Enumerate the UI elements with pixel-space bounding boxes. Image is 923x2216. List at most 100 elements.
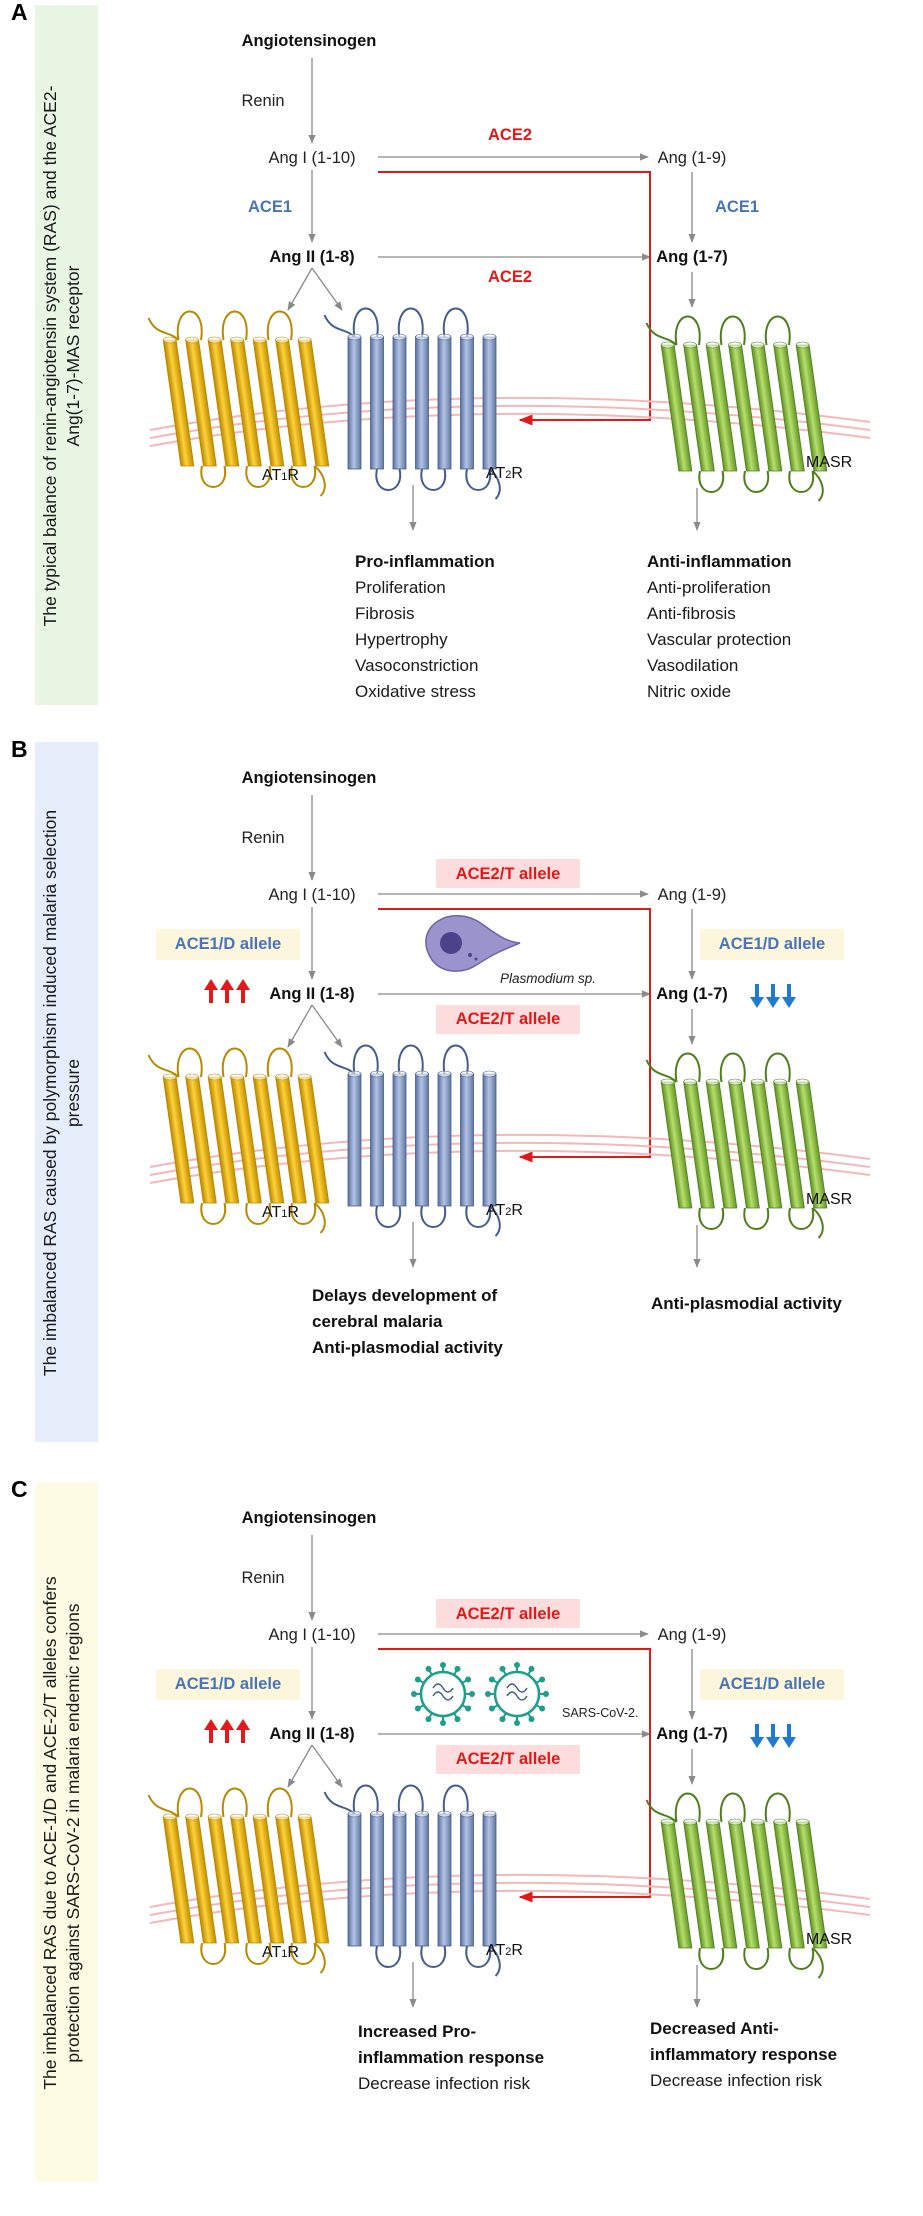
panel-side-title: The typical balance of renin-angiotensin… (40, 85, 83, 626)
at1r-label: AT1R (262, 1204, 299, 1221)
ang-1-9-label: Ang (1-9) (658, 886, 727, 904)
panel-side-strip (35, 742, 98, 1442)
right-effect-item: Nitric oxide (647, 682, 731, 701)
at2r-label: AT2R (486, 1942, 523, 1959)
ace2-label-top: ACE2 (488, 126, 532, 144)
panel-letter: C (11, 1476, 28, 1502)
ace2-box-bottom (436, 1745, 580, 1774)
left-effect-heading: Pro-inflammation (355, 552, 495, 571)
ang-ii-label: Ang II (1-8) (269, 248, 354, 266)
angiotensinogen-label: Angiotensinogen (242, 32, 377, 50)
angiotensinogen-label: Angiotensinogen (242, 1509, 377, 1527)
ace2-feedback-arrow (378, 1648, 651, 1903)
ace2-feedback-arrow (378, 171, 651, 426)
ang-1-9-label: Ang (1-9) (658, 1626, 727, 1644)
ang-i-label: Ang I (1-10) (268, 149, 355, 167)
panel-a: A The typical balance of renin-angiotensi… (11, 0, 871, 705)
left-effect-item: Proliferation (355, 578, 446, 597)
left-effect-item: Delays development of (312, 1286, 498, 1305)
panel-side-title: The imbalanced RAS caused by polymorphis… (40, 810, 83, 1376)
at2r-receptor (323, 1044, 501, 1237)
ace2-label-bottom: ACE2/T allele (456, 1750, 561, 1768)
masr-receptor (645, 1052, 828, 1239)
ang-ii-increase-arrows (204, 1719, 250, 1743)
at2r-label: AT2R (486, 1202, 523, 1219)
ace1-box-right (700, 1669, 844, 1700)
ace2-box-top (436, 1599, 580, 1628)
left-effect-item: Fibrosis (355, 604, 415, 623)
left-effect-item: Anti-plasmodial activity (312, 1338, 503, 1357)
renin-label: Renin (241, 1569, 284, 1587)
ang-ii-to-at2r-arrow (311, 267, 343, 311)
panel-c: C The imbalanced RAS due to ACE-1/D and A… (11, 1476, 871, 2182)
ang-1-7-label: Ang (1-7) (656, 1725, 728, 1743)
ang-ii-to-at1r-arrow (287, 1004, 313, 1048)
ace2-feedback-arrow (378, 908, 651, 1163)
plasmodium-label: Plasmodium sp. (500, 971, 596, 986)
side-title-line-2: pressure (63, 1059, 83, 1127)
at2r-label: AT2R (486, 465, 523, 482)
side-title-line-1: The imbalanced RAS caused by polymorphis… (40, 810, 60, 1376)
ace2-label-bottom: ACE2 (488, 268, 532, 286)
sars-cov-2-label: SARS-CoV-2. (562, 1706, 638, 1720)
ace1-box-left (156, 1669, 300, 1700)
panel-b: B The imbalanced RAS caused by polymorphi… (11, 736, 871, 1442)
right-effect-item: Decreased Anti- (650, 2019, 779, 2038)
at1r-receptor (147, 310, 330, 497)
ace1-label-right: ACE1/D allele (719, 935, 825, 953)
plasmodium-icon (425, 914, 521, 972)
ace1-label-right: ACE1 (715, 198, 759, 216)
ang-1-7-label: Ang (1-7) (656, 248, 728, 266)
ang-1-7-decrease-arrows (750, 984, 796, 1008)
left-effect-item: Vasoconstriction (355, 656, 478, 675)
ang-1-7-label: Ang (1-7) (656, 985, 728, 1003)
masr-label: MASR (806, 1931, 852, 1948)
side-title-line-1: The typical balance of renin-angiotensin… (40, 85, 60, 626)
right-effect-item: Anti-plasmodial activity (651, 1294, 842, 1313)
ace1-label-left: ACE1/D allele (175, 935, 281, 953)
ace2-label-bottom: ACE2/T allele (456, 1010, 561, 1028)
ace2-label-top: ACE2/T allele (456, 865, 561, 883)
masr-receptor (645, 315, 828, 502)
masr-receptor (645, 1792, 828, 1979)
panel-side-strip (35, 1482, 98, 2182)
ace2-box-top (436, 859, 580, 888)
side-title-line-2: protection against SARS-CoV-2 in malaria… (63, 1603, 83, 2062)
panel-letter: B (11, 736, 28, 762)
right-effect-heading: Anti-inflammation (647, 552, 792, 571)
side-title-line-2: Ang(1-7)-MAS receptor (63, 265, 83, 446)
masr-label: MASR (806, 1191, 852, 1208)
ace1-label-left: ACE1/D allele (175, 1675, 281, 1693)
at1r-receptor (147, 1047, 330, 1234)
ace2-label-top: ACE2/T allele (456, 1605, 561, 1623)
ace1-label-left: ACE1 (248, 198, 292, 216)
ace2-box-bottom (436, 1005, 580, 1034)
panel-side-title: The imbalanced RAS due to ACE-1/D and AC… (40, 1576, 83, 2090)
left-effect-item: cerebral malaria (312, 1312, 443, 1331)
ang-ii-to-at2r-arrow (311, 1744, 343, 1788)
right-effect-item: Anti-fibrosis (647, 604, 736, 623)
side-title-line-1: The imbalanced RAS due to ACE-1/D and AC… (40, 1576, 60, 2090)
masr-label: MASR (806, 454, 852, 471)
renin-label: Renin (241, 92, 284, 110)
sars-cov-2-virion-1 (411, 1662, 475, 1726)
ang-ii-increase-arrows (204, 979, 250, 1003)
renin-label: Renin (241, 829, 284, 847)
ang-i-label: Ang I (1-10) (268, 886, 355, 904)
left-effect-item: Increased Pro- (358, 2022, 476, 2041)
ang-ii-label: Ang II (1-8) (269, 985, 354, 1003)
at2r-receptor (323, 1784, 501, 1977)
left-effect-item: Oxidative stress (355, 682, 476, 701)
ang-1-7-decrease-arrows (750, 1724, 796, 1748)
ang-ii-to-at2r-arrow (311, 1004, 343, 1048)
panel-side-strip (35, 5, 98, 705)
ang-ii-label: Ang II (1-8) (269, 1725, 354, 1743)
ang-i-label: Ang I (1-10) (268, 1626, 355, 1644)
left-effect-item: Hypertrophy (355, 630, 448, 649)
ace1-label-right: ACE1/D allele (719, 1675, 825, 1693)
panel-letter: A (11, 0, 28, 25)
left-effect-item: Decrease infection risk (358, 2074, 530, 2093)
ang-ii-to-at1r-arrow (287, 267, 313, 311)
left-effect-item: inflammation response (358, 2048, 544, 2067)
